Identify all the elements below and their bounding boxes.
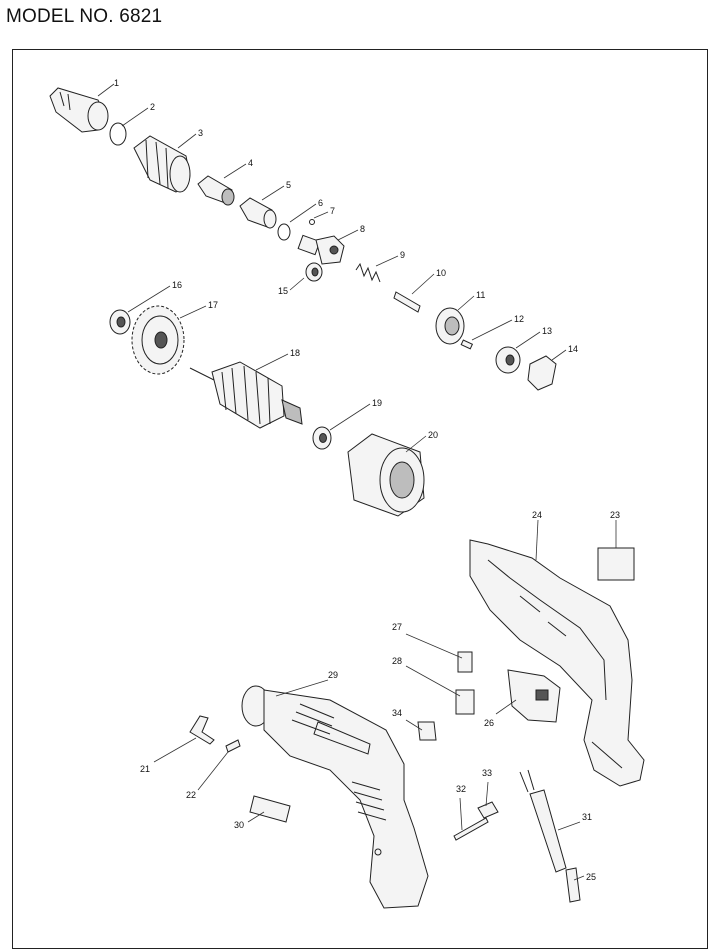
page-title: MODEL NO. 6821 <box>6 6 163 27</box>
part-34-clip <box>417 721 437 741</box>
callout-19: 19 <box>372 398 382 408</box>
part-16-ball-bearing <box>109 309 131 335</box>
callout-8: 8 <box>360 224 365 234</box>
part-6-washer <box>277 223 291 241</box>
callout-21: 21 <box>140 764 150 774</box>
callout-11: 11 <box>476 290 485 300</box>
part-19-bearing <box>312 426 332 450</box>
callout-3: 3 <box>198 128 203 138</box>
part-2-ring <box>109 122 127 146</box>
callout-12: 12 <box>514 314 524 324</box>
part-29-housing-set <box>241 685 429 909</box>
part-15-needle-bearing <box>305 262 323 282</box>
part-1-nose-cap <box>49 87 109 133</box>
callout-1: 1 <box>114 78 119 88</box>
callout-23: 23 <box>610 510 620 520</box>
callout-17: 17 <box>208 300 218 310</box>
part-22-screw <box>225 739 241 753</box>
callout-9: 9 <box>400 250 405 260</box>
callout-7: 7 <box>330 206 335 216</box>
callout-34: 34 <box>392 708 402 718</box>
callout-28: 28 <box>392 656 402 666</box>
callout-4: 4 <box>248 158 253 168</box>
callout-6: 6 <box>318 198 323 208</box>
part-9-spring <box>355 262 381 283</box>
part-24-housing <box>469 539 645 787</box>
part-23-label <box>597 547 635 581</box>
callout-33: 33 <box>482 768 492 778</box>
callout-5: 5 <box>286 180 291 190</box>
callout-20: 20 <box>428 430 438 440</box>
callout-30: 30 <box>234 820 244 830</box>
part-8-cam <box>297 234 345 265</box>
part-17-helical-gear <box>131 305 185 375</box>
part-12-key <box>460 339 474 350</box>
diagram-frame <box>12 49 708 949</box>
callout-25: 25 <box>586 872 596 882</box>
part-30-name-plate <box>249 795 291 823</box>
leader-lines <box>97 83 617 881</box>
part-31-cord-guard <box>519 769 581 903</box>
callout-15: 15 <box>278 286 288 296</box>
part-3-clutch-sleeve <box>133 135 191 193</box>
part-32-screw <box>453 817 489 841</box>
callout-24: 24 <box>532 510 542 520</box>
callout-13: 13 <box>542 326 552 336</box>
part-14-knob <box>527 355 557 391</box>
part-33-strain-relief <box>477 801 499 819</box>
part-7-pin <box>309 219 315 225</box>
callout-18: 18 <box>290 348 300 358</box>
part-20-field <box>347 433 425 517</box>
callout-2: 2 <box>150 102 155 112</box>
part-11-gear <box>435 307 465 345</box>
part-4-spindle <box>197 175 235 206</box>
callout-27: 27 <box>392 622 402 632</box>
callout-31: 31 <box>582 812 592 822</box>
part-26-switch <box>507 669 561 723</box>
callout-16: 16 <box>172 280 182 290</box>
part-13-bearing <box>495 346 521 374</box>
callout-26: 26 <box>484 718 494 728</box>
callout-32: 32 <box>456 784 466 794</box>
part-27-brush-spring <box>457 651 473 673</box>
part-5-sleeve <box>239 197 277 229</box>
part-10-shaft <box>393 291 421 313</box>
part-21-spring-plate <box>189 715 215 745</box>
part-18-armature <box>189 361 303 429</box>
callout-29: 29 <box>328 670 338 680</box>
callout-10: 10 <box>436 268 446 278</box>
part-28-brush <box>455 689 475 715</box>
callout-14: 14 <box>568 344 578 354</box>
callout-22: 22 <box>186 790 196 800</box>
callout-numbers: 1 2 3 4 5 6 7 8 9 10 11 12 13 14 15 16 1… <box>114 78 620 882</box>
